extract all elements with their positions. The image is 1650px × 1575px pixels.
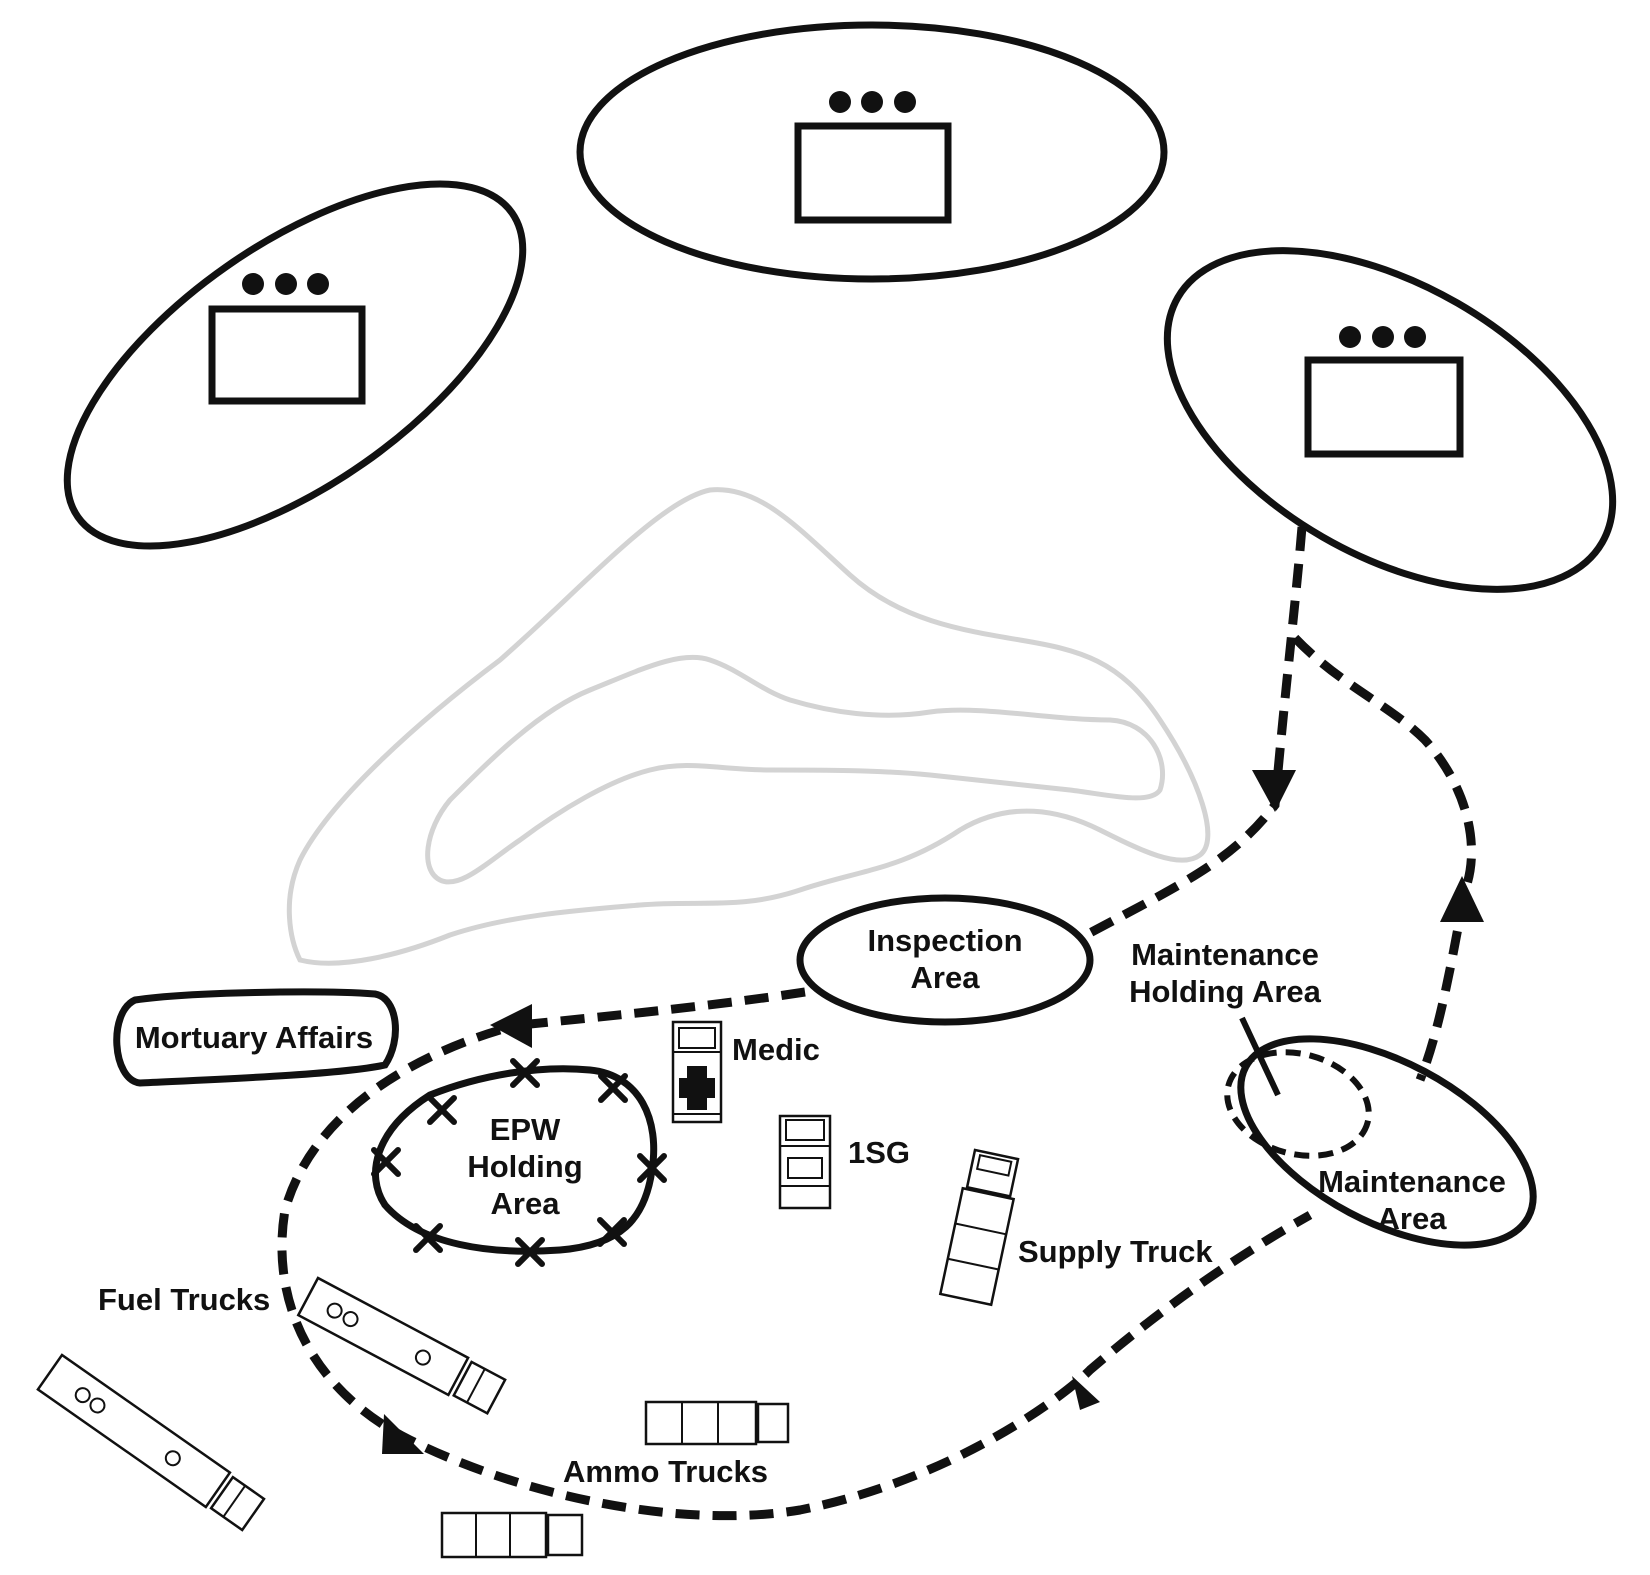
ammo-truck-icon bbox=[440, 1511, 584, 1559]
inspection-area: Inspection Area bbox=[796, 894, 1094, 1026]
battalion-dot bbox=[894, 91, 916, 113]
terrain-contours bbox=[286, 487, 1211, 966]
battalion-dot bbox=[829, 91, 851, 113]
maintenance-area-outline bbox=[1237, 1035, 1537, 1249]
route-arrowhead-downleft bbox=[1072, 1376, 1100, 1410]
inspection-area-label-line1: Inspection bbox=[867, 923, 1022, 958]
battalion-dot bbox=[1372, 326, 1394, 348]
battalion-dot bbox=[1404, 326, 1426, 348]
epw-holding-area: EPW Holding Area bbox=[371, 1058, 667, 1267]
maintenance-holding-area-label-line2: Holding Area bbox=[1129, 974, 1322, 1009]
maintenance-area: Maintenance Area bbox=[1224, 1035, 1537, 1249]
inspection-area-outline bbox=[796, 894, 1094, 1026]
epw-holding-area-label-line3: Area bbox=[491, 1186, 561, 1221]
fuel-trucks-label: Fuel Trucks bbox=[98, 1282, 270, 1317]
unit-position-left bbox=[63, 180, 527, 550]
ammo-trucks: Ammo Trucks bbox=[440, 1400, 790, 1559]
ammo-trucks-label: Ammo Trucks bbox=[563, 1454, 768, 1489]
maintenance-area-label-line1: Maintenance bbox=[1318, 1164, 1506, 1199]
route-arrowhead-up bbox=[1440, 876, 1484, 922]
inspection-area-label-line2: Area bbox=[911, 960, 981, 995]
medic-vehicle: Medic bbox=[671, 1020, 820, 1124]
supply-truck-label: Supply Truck bbox=[1018, 1234, 1213, 1269]
maintenance-holding-area-outline bbox=[1224, 1049, 1372, 1159]
unit-position-center-outline bbox=[576, 21, 1168, 283]
ambulance-icon bbox=[671, 1020, 723, 1124]
maintenance-holding-area-callout: Maintenance Holding Area bbox=[1129, 937, 1322, 1097]
medic-label: Medic bbox=[732, 1032, 820, 1067]
fuel-tanker-icon bbox=[36, 1353, 266, 1532]
epw-holding-area-wire bbox=[372, 1065, 658, 1255]
route-arrowhead-left bbox=[490, 1004, 532, 1048]
route-arrowhead-down bbox=[1252, 770, 1296, 812]
epw-holding-area-label-line1: EPW bbox=[490, 1112, 561, 1147]
utility-vehicle-icon bbox=[778, 1114, 832, 1210]
maintenance-holding-area-leader bbox=[1239, 1016, 1281, 1097]
route-circulation-loop bbox=[277, 1025, 1313, 1521]
first-sergeant-label: 1SG bbox=[848, 1135, 910, 1170]
route-inspection-to-loop bbox=[529, 987, 806, 1029]
route-arrowhead-downright bbox=[382, 1414, 424, 1454]
mortuary-affairs-outline bbox=[113, 988, 399, 1087]
unit-position-left-outline bbox=[63, 180, 527, 550]
epw-holding-area-label-line2: Holding bbox=[467, 1149, 582, 1184]
battalion-dot bbox=[275, 273, 297, 295]
fuel-tanker-icon bbox=[296, 1276, 507, 1416]
contour-outer bbox=[286, 487, 1211, 966]
battalion-dot bbox=[307, 273, 329, 295]
route-right-unit-to-inspection bbox=[1083, 526, 1307, 939]
supply-truck: Supply Truck bbox=[938, 1148, 1213, 1307]
unit-position-right bbox=[1163, 247, 1617, 593]
unit-symbol-box bbox=[1304, 356, 1464, 458]
battalion-dot bbox=[861, 91, 883, 113]
unit-position-center bbox=[576, 21, 1168, 283]
unit-position-right-outline bbox=[1163, 247, 1617, 593]
first-sergeant-vehicle: 1SG bbox=[778, 1114, 910, 1210]
maintenance-area-label-line2: Area bbox=[1378, 1201, 1448, 1236]
epw-wire-markers bbox=[371, 1058, 667, 1267]
unit-symbol-box bbox=[208, 305, 366, 405]
supply-routes bbox=[277, 526, 1484, 1521]
route-maintenance-to-right-unit bbox=[1291, 634, 1476, 1082]
maintenance-holding-area-label-line1: Maintenance bbox=[1131, 937, 1319, 972]
fuel-trucks: Fuel Trucks bbox=[36, 1276, 507, 1532]
battalion-dot bbox=[242, 273, 264, 295]
ammo-truck-icon bbox=[644, 1400, 790, 1446]
battalion-dot bbox=[1339, 326, 1361, 348]
mortuary-affairs-area: Mortuary Affairs bbox=[113, 988, 399, 1087]
mortuary-affairs-label: Mortuary Affairs bbox=[135, 1020, 373, 1055]
cargo-truck-icon bbox=[938, 1148, 1020, 1307]
contour-inner bbox=[425, 654, 1166, 885]
unit-symbol-box bbox=[794, 122, 952, 224]
